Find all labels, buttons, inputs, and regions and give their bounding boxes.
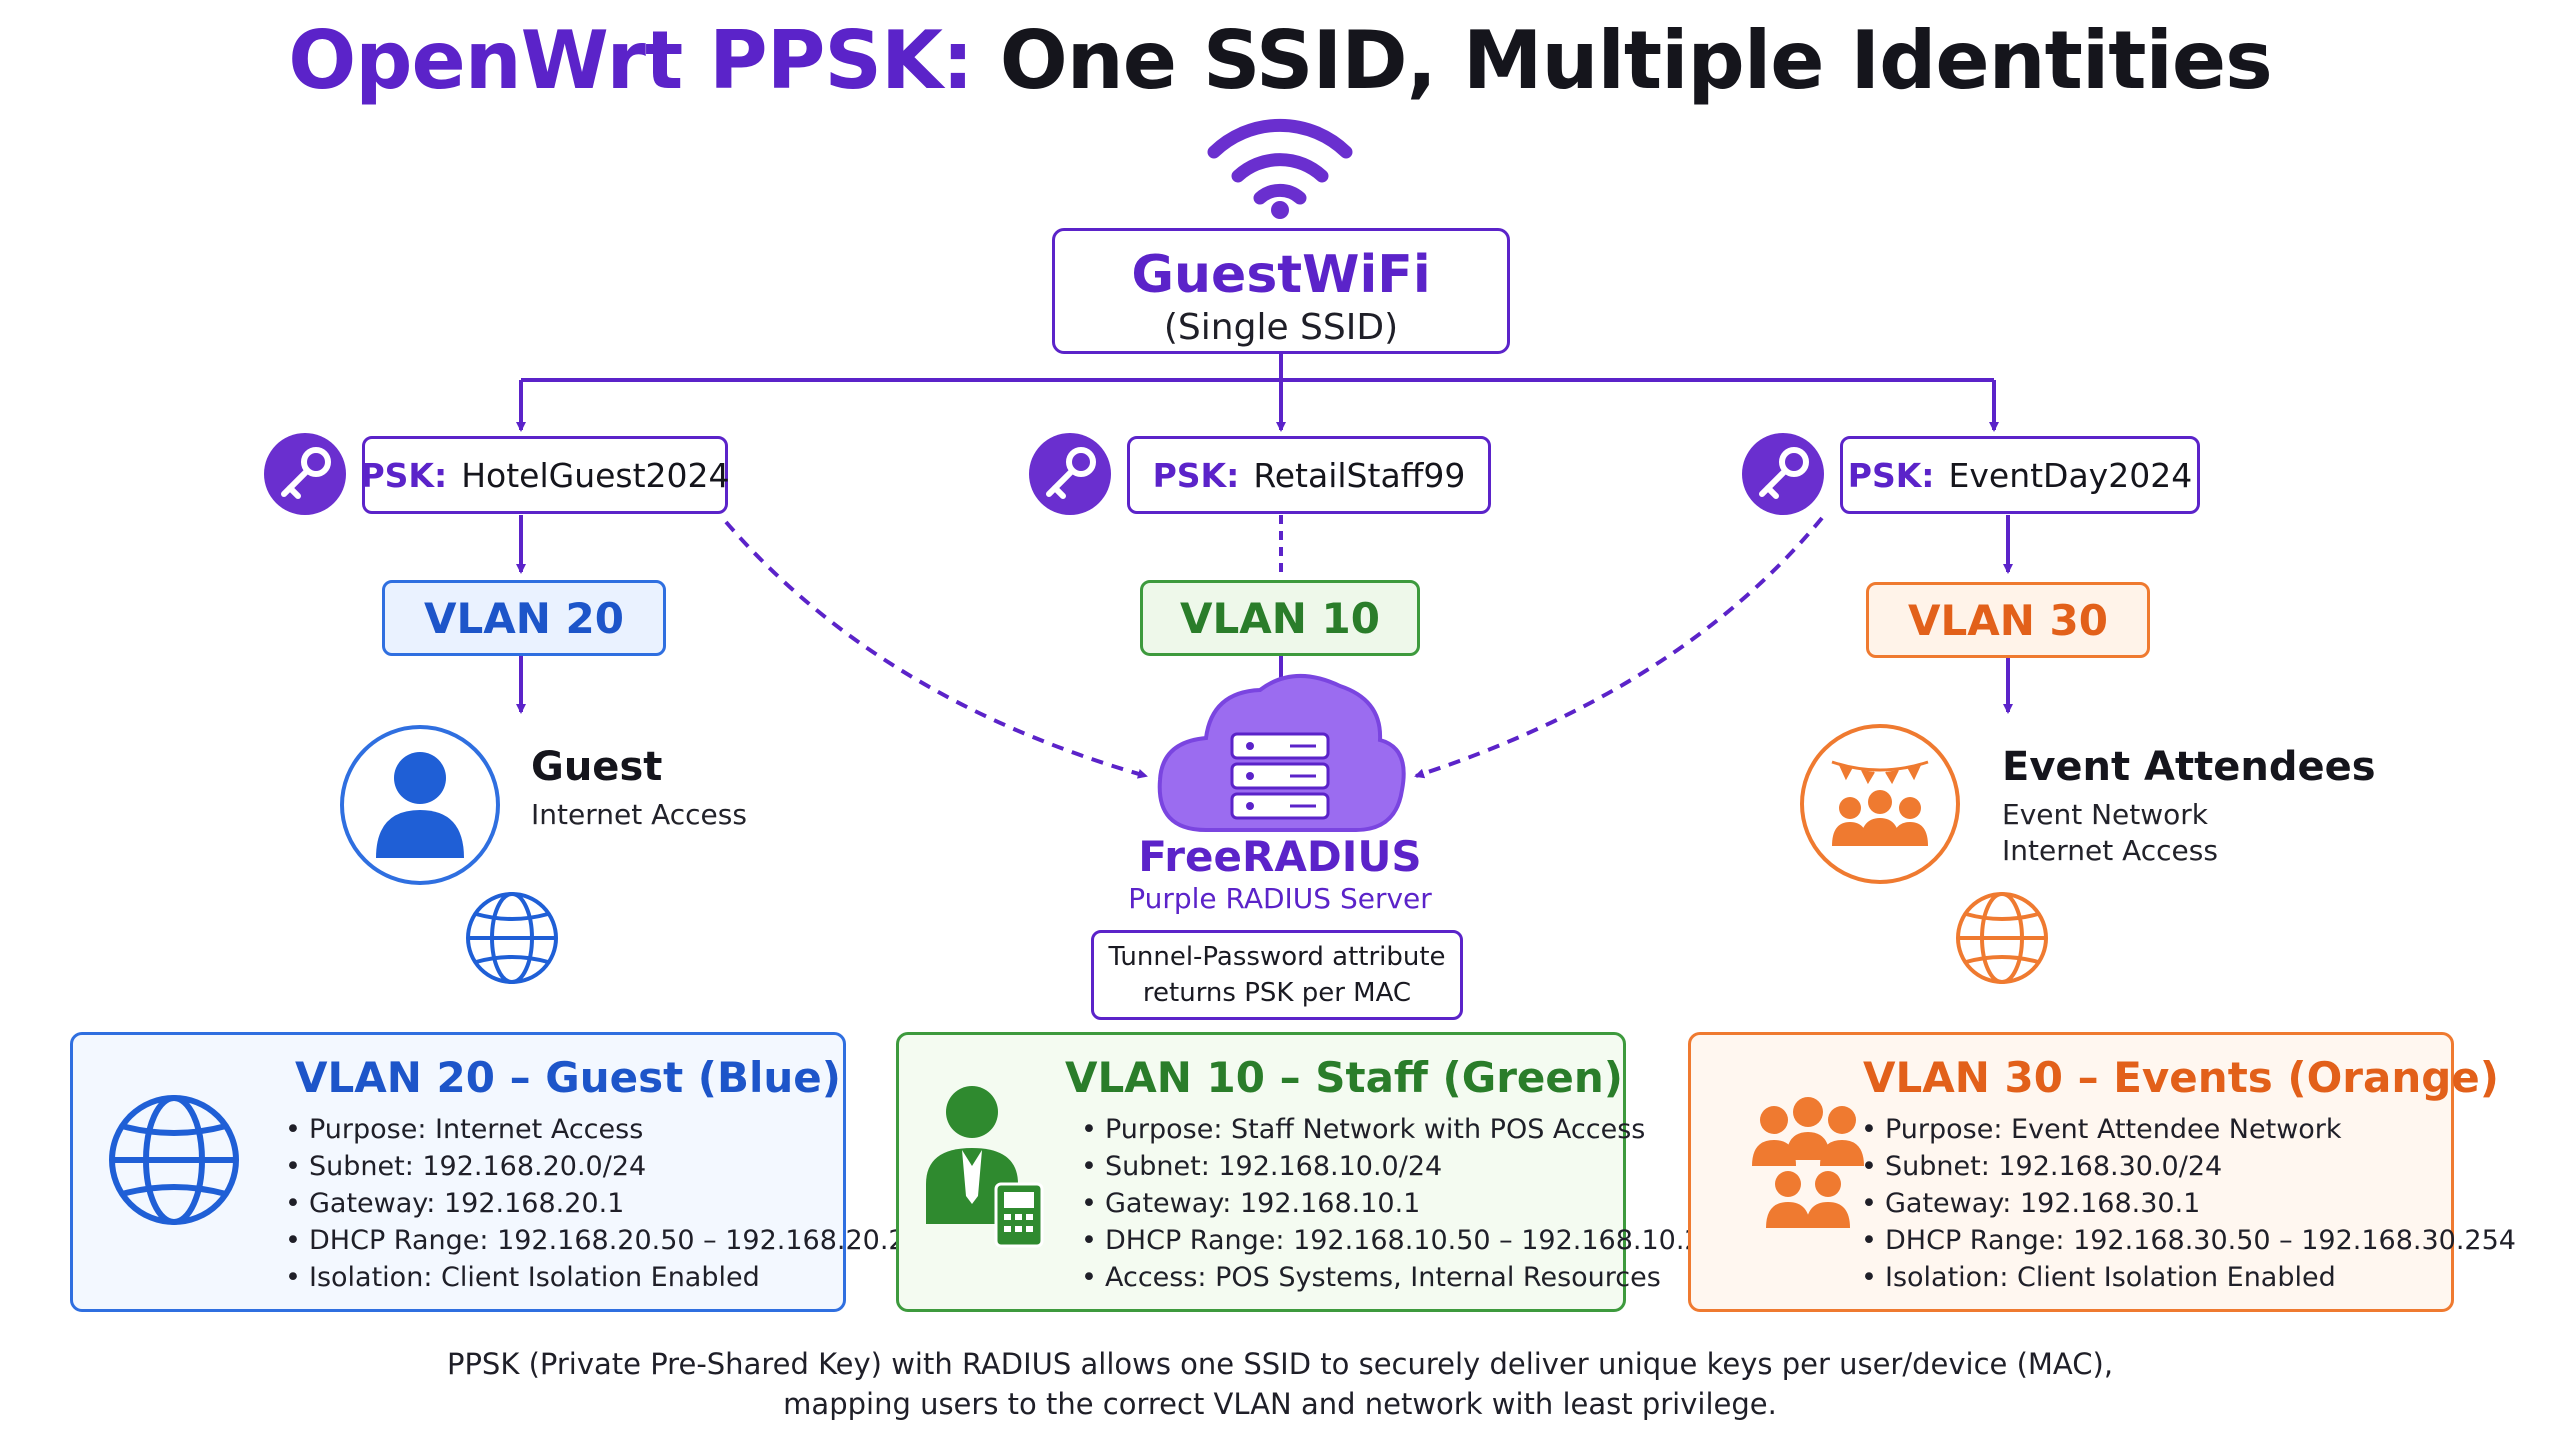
psk-vlan-arrows (516, 515, 2013, 574)
card-item: DHCP Range: 192.168.10.50 – 192.168.10.2… (1081, 1222, 1736, 1259)
card-title: VLAN 20 – Guest (Blue) (295, 1053, 841, 1102)
tunnel-note-line: Tunnel-Password attribute (1108, 942, 1446, 972)
psk-value: HotelGuest2024 (461, 455, 730, 495)
card-item: DHCP Range: 192.168.20.50 – 192.168.20.2… (285, 1222, 940, 1259)
psk-label: PSK: (360, 455, 448, 495)
vlan-30-card: VLAN 30 – Events (Orange) Purpose: Event… (1688, 1032, 2516, 1312)
key-icon (1029, 433, 1111, 515)
title-rest: One SSID, Multiple Identities (999, 14, 2273, 107)
key-icon (1742, 433, 1824, 515)
guest-group-title: Guest (531, 744, 663, 790)
vlan-10-card: VLAN 10 – Staff (Green) Purpose: Staff N… (896, 1032, 1736, 1312)
event-attendees-icon (1800, 724, 1960, 884)
footer-line: mapping users to the correct VLAN and ne… (783, 1387, 1777, 1421)
psk-box-guest: PSK: HotelGuest2024 (360, 436, 730, 514)
card-details: Purpose: Event Attendee Network Subnet: … (1861, 1111, 2516, 1296)
card-item: Gateway: 192.168.30.1 (1861, 1185, 2516, 1222)
card-details: Purpose: Staff Network with POS Access S… (1081, 1111, 1736, 1296)
card-item: DHCP Range: 192.168.30.50 – 192.168.30.2… (1861, 1222, 2516, 1259)
radius-server-subtitle: Purple RADIUS Server (1128, 882, 1432, 915)
card-title: VLAN 30 – Events (Orange) (1863, 1053, 2499, 1102)
page-title: OpenWrt PPSK: One SSID, Multiple Identit… (0, 14, 2560, 107)
card-item: Purpose: Event Attendee Network (1861, 1111, 2516, 1148)
card-item: Gateway: 192.168.20.1 (285, 1185, 940, 1222)
tunnel-password-note: Tunnel-Password attribute returns PSK pe… (1091, 930, 1463, 1020)
vlan-20-pill: VLAN 20 (382, 580, 666, 656)
psk-label: PSK: (1152, 455, 1240, 495)
psk-box-events: PSK: EventDay2024 (1840, 436, 2200, 514)
event-group-line: Event Network (2002, 798, 2209, 831)
ssid-distribution-lines (516, 354, 1999, 432)
psk-value: RetailStaff99 (1253, 455, 1466, 495)
event-group-title: Event Attendees (2002, 744, 2376, 790)
wifi-icon (1207, 118, 1353, 219)
card-item: Subnet: 192.168.30.0/24 (1861, 1148, 2516, 1185)
card-item: Gateway: 192.168.10.1 (1081, 1185, 1736, 1222)
radius-server-cloud-icon (1157, 674, 1406, 832)
vlan-20-card: VLAN 20 – Guest (Blue) Purpose: Internet… (70, 1032, 940, 1312)
guest-user-icon (340, 725, 500, 885)
card-item: Purpose: Internet Access (285, 1111, 940, 1148)
radius-lookup-lines (724, 516, 1824, 779)
guest-group-line: Internet Access (531, 798, 747, 831)
vlan-30-pill: VLAN 30 (1866, 582, 2150, 658)
globe-icon (466, 892, 558, 984)
event-group-line: Internet Access (2002, 834, 2218, 867)
footer-note: PPSK (Private Pre-Shared Key) with RADIU… (0, 1344, 2560, 1424)
card-item: Purpose: Staff Network with POS Access (1081, 1111, 1736, 1148)
ssid-box: GuestWiFi (Single SSID) (1052, 228, 1510, 354)
card-item: Access: POS Systems, Internal Resources (1081, 1259, 1736, 1296)
radius-server-name: FreeRADIUS (1138, 832, 1422, 881)
ssid-subtitle: (Single SSID) (1163, 307, 1399, 348)
card-item: Subnet: 192.168.10.0/24 (1081, 1148, 1736, 1185)
card-title: VLAN 10 – Staff (Green) (1065, 1053, 1623, 1102)
card-item: Isolation: Client Isolation Enabled (285, 1259, 940, 1296)
footer-line: PPSK (Private Pre-Shared Key) with RADIU… (446, 1347, 2114, 1381)
psk-box-staff: PSK: RetailStaff99 (1127, 436, 1491, 514)
title-accent: OpenWrt PPSK: (288, 14, 974, 107)
card-item: Subnet: 192.168.20.0/24 (285, 1148, 940, 1185)
card-details: Purpose: Internet Access Subnet: 192.168… (285, 1111, 940, 1296)
tunnel-note-line: returns PSK per MAC (1142, 978, 1412, 1008)
psk-label: PSK: (1847, 455, 1935, 495)
psk-value: EventDay2024 (1948, 455, 2193, 495)
vlan-10-pill: VLAN 10 (1140, 580, 1420, 656)
ssid-name: GuestWiFi (1131, 245, 1431, 305)
globe-icon (1956, 892, 2048, 984)
key-icon (264, 433, 346, 515)
card-item: Isolation: Client Isolation Enabled (1861, 1259, 2516, 1296)
